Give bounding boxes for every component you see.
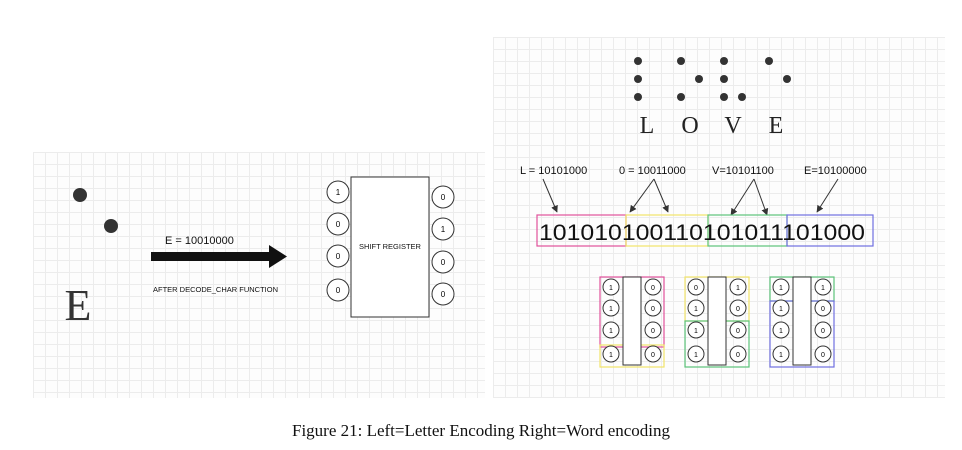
shift-register-body [350,176,430,318]
pin-value: 1 [779,306,783,313]
braille-letter: O [681,113,698,139]
arrow-head [269,245,287,268]
pin-value: 0 [441,290,446,299]
left-pins: 1 0 0 0 [326,180,350,302]
pin-value: 1 [694,352,698,359]
shift-register-label: SHIFT REGISTER [359,242,422,251]
pin-value: 1 [609,352,613,359]
braille-letter: E [769,113,784,139]
code-label-l: L = 10101000 [520,165,587,177]
pin-value: 1 [779,352,783,359]
pin-value: 1 [694,328,698,335]
segment-box-e [786,214,874,247]
pin-value: 1 [609,306,613,313]
figure-caption: Figure 21: Left=Letter Encoding Right=Wo… [291,421,671,440]
bit-segment: 11 [758,220,784,245]
braille-letter: V [724,113,742,139]
pin-value: 1 [779,328,783,335]
braille-letter-e: E [65,281,92,330]
pin-value: 1 [336,188,341,197]
braille-letter: L [640,113,655,139]
pin-value: 1 [441,225,446,234]
shift-register-3: 1 1 1 1 1 0 0 0 [769,276,835,368]
bit-segment: 101000 [782,220,865,245]
pin-value: 0 [651,352,655,359]
bit-segment: 01010 [689,220,758,245]
pin-value: 0 [736,328,740,335]
letter-encoding-panel: E E = 10010000 AFTER DECODE_CHAR FUNCTIO… [33,152,485,398]
pin-value: 0 [694,285,698,292]
braille-dot [104,219,118,233]
pointer-arrows [542,178,839,216]
bit-segment: 101010 [539,220,622,245]
pin-value: 1 [609,285,613,292]
pin-value: 0 [821,306,825,313]
pin-value: 1 [609,328,613,335]
bit-segment: 10011 [622,220,689,245]
pin-value: 0 [441,258,446,267]
pin-value: 1 [821,285,825,292]
pin-value: 0 [336,286,341,295]
pin-value: 0 [651,285,655,292]
pin-value: 0 [336,252,341,261]
pin-value: 0 [736,306,740,313]
pin-value: 1 [736,285,740,292]
right-pins: 0 1 0 0 [431,185,455,306]
shift-register-1: 1 1 1 1 0 0 0 0 [599,276,665,368]
word-encoding-panel: L O V E L = 10101000 0 = 10011000 V=1010… [493,37,945,398]
code-label-o: 0 = 10011000 [619,165,686,177]
pin-value: 1 [779,285,783,292]
pin-value: 0 [821,328,825,335]
arrow-shaft [151,252,271,261]
pin-value: 0 [821,352,825,359]
pin-value: 1 [694,306,698,313]
pin-value: 0 [736,352,740,359]
word-encoding-diagram: L O V E L = 10101000 0 = 10011000 V=1010… [520,57,874,368]
shift-register-2: 0 1 1 1 1 0 0 0 [684,276,750,368]
pin-value: 0 [651,328,655,335]
function-label: AFTER DECODE_CHAR FUNCTION [153,285,278,294]
braille-dots [634,57,791,101]
code-label-v: V=10101100 [712,165,774,177]
pin-value: 0 [336,220,341,229]
pin-value: 0 [651,306,655,313]
code-label-e: E=10100000 [804,165,867,177]
code-label: E = 10010000 [165,235,234,247]
letter-encoding-diagram: E E = 10010000 AFTER DECODE_CHAR FUNCTIO… [65,176,455,330]
pin-value: 0 [441,193,446,202]
braille-dot [73,188,87,202]
